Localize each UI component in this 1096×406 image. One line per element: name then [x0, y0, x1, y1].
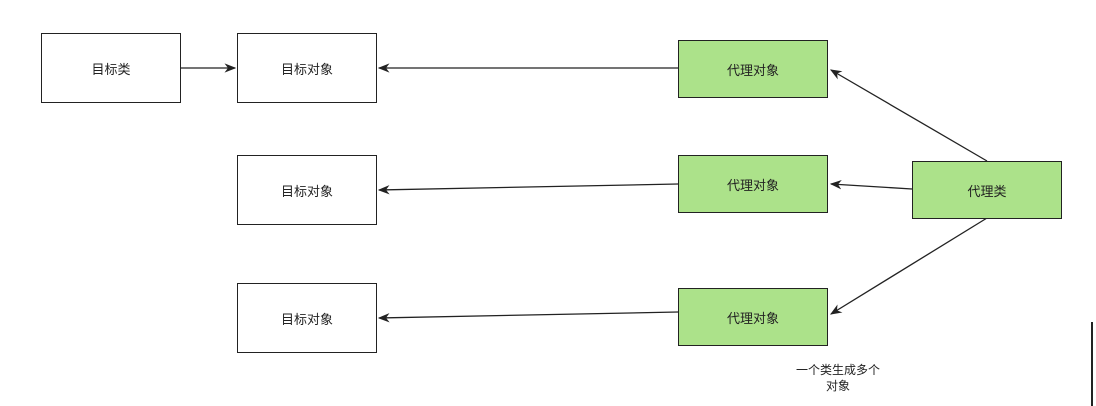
- edge-proxy-object-2-to-target-object-2: [377, 183, 679, 195]
- proxy-object-label-2: 代理对象: [726, 178, 779, 194]
- proxy-class-node[interactable]: 代理类: [912, 161, 1062, 219]
- target-class-label: 目标类: [91, 62, 131, 78]
- edge-proxy-class-to-proxy-object-1: [829, 69, 988, 162]
- target-object-node-3[interactable]: 目标对象: [237, 283, 377, 353]
- proxy-class-label: 代理类: [967, 184, 1007, 200]
- note-line-1: 一个类生成多个: [795, 363, 880, 377]
- proxy-object-node-1[interactable]: 代理对象: [678, 40, 828, 98]
- target-object-node-1[interactable]: 目标对象: [237, 33, 377, 103]
- proxy-object-node-2[interactable]: 代理对象: [678, 155, 828, 213]
- target-class-node[interactable]: 目标类: [41, 33, 181, 103]
- proxy-object-node-3[interactable]: 代理对象: [678, 288, 828, 346]
- note-line-2: 对象: [825, 379, 850, 393]
- right-edge-bar: [1091, 322, 1093, 406]
- proxy-object-label-1: 代理对象: [726, 63, 779, 79]
- edge-proxy-object-3-to-target-object-3: [377, 311, 679, 323]
- target-object-label-2: 目标对象: [280, 184, 333, 200]
- target-object-label-3: 目标对象: [280, 312, 333, 328]
- edge-proxy-class-to-proxy-object-3: [830, 217, 988, 315]
- target-object-label-1: 目标对象: [280, 62, 333, 78]
- edge-proxy-class-to-proxy-object-2: [829, 179, 913, 190]
- proxy-object-label-3: 代理对象: [726, 311, 779, 327]
- note-text: 一个类生成多个 对象: [773, 362, 903, 394]
- target-object-node-2[interactable]: 目标对象: [237, 155, 377, 225]
